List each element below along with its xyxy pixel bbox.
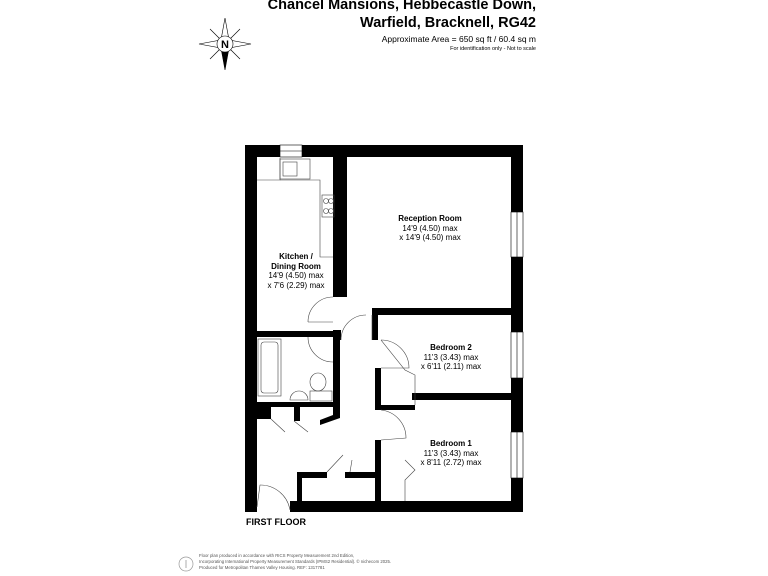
footer-line1: Floor plan produced in accordance with R… (199, 553, 355, 558)
room-kitchen-dining: Kitchen / Dining Room 14'9 (4.50) max x … (267, 252, 324, 290)
footer-credits: Floor plan produced in accordance with R… (199, 553, 391, 571)
room-dim2: x 8'11 (2.72) max (420, 458, 482, 467)
walls (245, 145, 523, 512)
room-dim1: 14'9 (4.50) max (402, 223, 458, 233)
room-dim1: 11'3 (3.43) max (423, 448, 479, 458)
room-name: Bedroom 2 (430, 343, 472, 352)
room-dim1: 14'9 (4.50) max (268, 271, 324, 280)
property-title-line2: Warfield, Bracknell, RG42 (360, 15, 536, 31)
footer-line3: Produced for Metropolitan Thames Valley … (199, 565, 325, 570)
front-door (256, 484, 291, 511)
bath-icon (257, 338, 282, 397)
room-name: Kitchen / (279, 252, 313, 261)
room-dim2: x 14'9 (4.50) max (399, 233, 461, 242)
footer-line2: Incorporating International Property Mea… (199, 559, 392, 564)
room-reception: Reception Room 14'9 (4.50) max x 14'9 (4… (398, 214, 462, 243)
room-name: Bedroom 1 (430, 439, 472, 448)
room-name-line2: Dining Room (271, 261, 321, 271)
windows (279, 144, 524, 479)
room-name: Reception Room (398, 214, 462, 223)
disclaimer: For identification only - Not to scale (450, 46, 536, 52)
room-bedroom-1: Bedroom 1 11'3 (3.43) max x 8'11 (2.72) … (421, 439, 482, 468)
kitchen-door (307, 296, 334, 323)
hob-icon (321, 194, 335, 218)
room-dim2: x 7'6 (2.29) max (267, 280, 325, 290)
compass-north-label: N (221, 39, 229, 51)
property-title-line1: Chancel Mansions, Hebbecastle Down, (267, 0, 536, 13)
room-dim1: 11'3 (3.43) max (423, 352, 479, 362)
approximate-area: Approximate Area = 650 sq ft / 60.4 sq m (381, 34, 536, 44)
fixtures (256, 158, 416, 511)
compass-rose-icon: N (198, 17, 252, 71)
basin-icon (289, 390, 309, 401)
room-dim2: x 6'11 (2.11) max (420, 362, 482, 371)
room-bedroom-2: Bedroom 2 11'3 (3.43) max x 6'11 (2.11) … (421, 343, 481, 372)
floor-label: FIRST FLOOR (246, 517, 306, 527)
toilet-icon (309, 372, 327, 392)
